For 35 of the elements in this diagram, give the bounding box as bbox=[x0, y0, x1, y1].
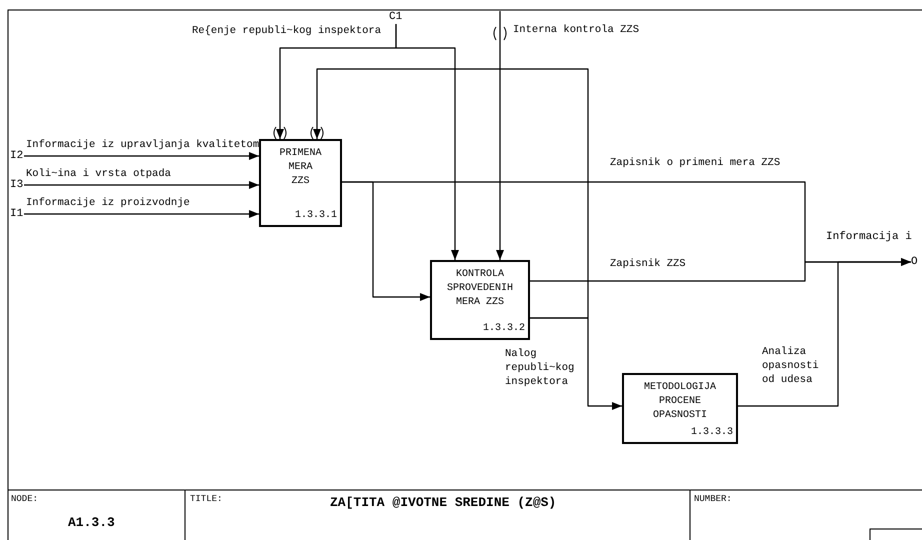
text-label: NUMBER: bbox=[694, 493, 732, 506]
edge-label: Informacije iz upravljanja kvalitetom bbox=[26, 139, 260, 152]
arrow bbox=[395, 24, 459, 260]
node-number: 1.3.3.1 bbox=[294, 210, 337, 222]
icom-code: O bbox=[911, 256, 918, 268]
icom-code: I2 bbox=[10, 150, 24, 162]
arrow bbox=[738, 258, 911, 407]
node-number: 1.3.3.2 bbox=[482, 323, 525, 335]
icom-code: C1 bbox=[389, 11, 402, 23]
text-label: TITLE: bbox=[190, 493, 222, 506]
text-label: Informacija i bbox=[826, 231, 912, 244]
process-name: PRIMENA MERA ZZS bbox=[280, 147, 322, 189]
arrow bbox=[313, 68, 589, 319]
text-label: NODE: bbox=[11, 493, 38, 506]
arrow bbox=[24, 210, 259, 218]
node-number: 1.3.3.3 bbox=[690, 427, 733, 439]
icom-code: I1 bbox=[10, 208, 24, 220]
edge-label: Re{enje republi~kog inspektora bbox=[192, 25, 382, 38]
icom-code: I3 bbox=[10, 179, 24, 191]
arrow bbox=[24, 152, 259, 160]
text-label: ZA[TITA @IVOTNE SREDINE (Z@S) bbox=[330, 496, 556, 509]
text-label: A1.3.3 bbox=[68, 516, 115, 529]
process-name: KONTROLA SPROVEDENIH MERA ZZS bbox=[447, 268, 513, 310]
edge-label: Informacije iz proizvodnje bbox=[26, 197, 190, 210]
edge-label: Zapisnik o primeni mera ZZS bbox=[610, 157, 780, 170]
process-box bbox=[622, 373, 738, 444]
arrow bbox=[24, 181, 259, 189]
arrow bbox=[530, 317, 622, 410]
process-box bbox=[430, 260, 530, 340]
edge-label: Nalog republi~kog inspektora bbox=[505, 347, 574, 389]
edge-label: Koli~ina i vrsta otpada bbox=[26, 168, 171, 181]
process-box bbox=[259, 139, 342, 227]
edge-label: Zapisnik ZZS bbox=[610, 258, 686, 271]
arrow bbox=[496, 11, 504, 260]
process-name: METODOLOGIJA PROCENE OPASNOSTI bbox=[644, 381, 716, 423]
